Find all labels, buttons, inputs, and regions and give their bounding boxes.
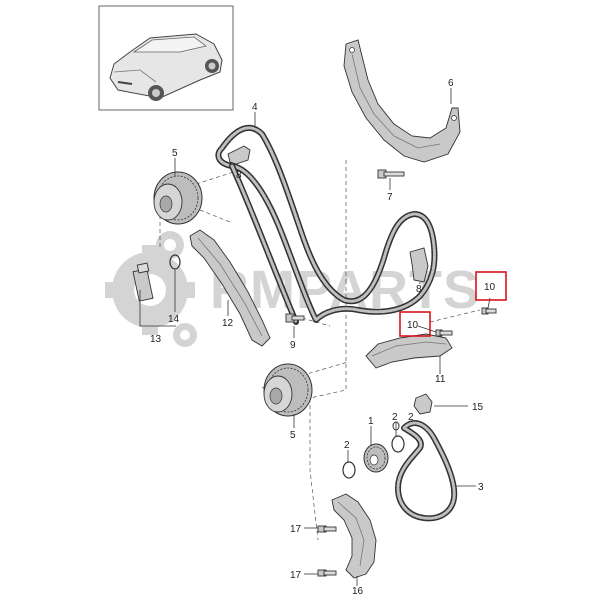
highlight-box-10a [399, 311, 431, 337]
callout-16: 16 [352, 586, 364, 597]
callout-11: 11 [435, 374, 446, 385]
callout-12: 12 [222, 318, 234, 329]
callout-14: 14 [168, 314, 180, 325]
callout-9: 9 [290, 340, 296, 351]
callout-2-left: 2 [344, 440, 350, 451]
highlight-part-10 [399, 271, 507, 337]
lower-guide-bolt-b [317, 569, 337, 577]
lower-guide-bolt-a [317, 525, 337, 533]
callout-2-top: 2 [408, 412, 414, 423]
seal-ring [169, 254, 181, 270]
callout-7: 7 [387, 192, 393, 203]
chain-pad-upper [227, 145, 251, 165]
upper-timing-chain [215, 124, 438, 325]
callout-4: 4 [252, 102, 258, 113]
callout-8-upper: 8 [236, 170, 242, 181]
ring-left [342, 461, 356, 479]
callout-17-upper: 17 [290, 524, 302, 535]
chain-tensioner [132, 262, 154, 302]
guide-bolt-10a [435, 329, 453, 337]
callout-10-left: 10 [407, 320, 419, 331]
callout-3: 3 [478, 482, 484, 493]
guide-bolt [377, 169, 405, 179]
chain-pad-lower [409, 247, 429, 283]
upper-chain-guide [343, 39, 461, 163]
tensioner-rail [189, 229, 271, 347]
lower-guide-rail [365, 333, 453, 369]
leader-lines [139, 88, 491, 586]
callout-5-upper: 5 [172, 148, 178, 159]
camshaft-sprocket-lower [263, 363, 313, 417]
callout-13: 13 [150, 334, 162, 345]
vehicle-thumbnail [98, 5, 234, 111]
car-icon [109, 33, 223, 101]
lower-drive-chain [395, 420, 458, 522]
guide-bolt-10b [481, 307, 497, 315]
callout-labels: 4 6 5 8 7 8 10 10 12 14 13 9 11 15 5 1 2… [150, 78, 496, 597]
ring-right [391, 435, 405, 453]
callout-15: 15 [472, 402, 484, 413]
watermark-gear-icon [105, 231, 197, 347]
callout-5-lower: 5 [290, 430, 296, 441]
callout-1: 1 [368, 416, 374, 427]
callout-6: 6 [448, 78, 454, 89]
crankshaft-sprocket [363, 443, 389, 473]
rail-bolt [285, 313, 305, 323]
camshaft-sprocket-upper [153, 171, 203, 225]
callout-17-lower: 17 [290, 570, 302, 581]
callout-2-right: 2 [392, 412, 398, 423]
highlight-box-10b [475, 271, 507, 301]
lower-chain-guide [331, 493, 377, 579]
callout-10-right: 10 [484, 282, 496, 293]
callout-8-lower: 8 [416, 284, 422, 295]
retaining-clip [413, 393, 433, 415]
